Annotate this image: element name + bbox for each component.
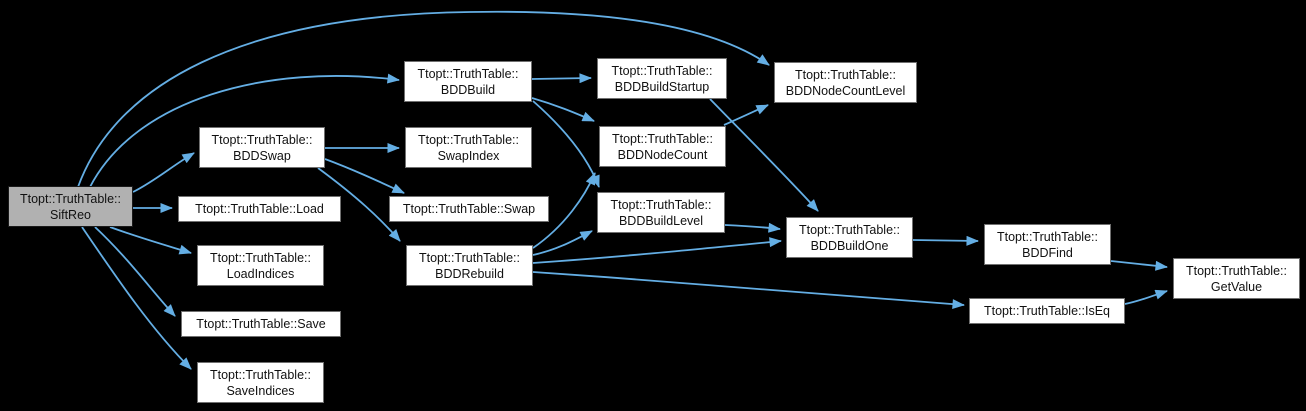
edge-bddswap-bddrebuild	[317, 167, 401, 242]
node-label-line: BDDBuildLevel	[618, 213, 704, 228]
edge-bddrebuild-bddbuildone	[532, 237, 782, 264]
node-label-line: BDDBuild	[440, 82, 496, 97]
edge-bddbuildone-bddfind	[912, 235, 979, 246]
node-label-line: BDDSwap	[233, 148, 291, 163]
node-load[interactable]: Ttopt::TruthTable::Load	[178, 196, 341, 222]
edge-bddswap-swap	[324, 158, 405, 194]
node-saveindices[interactable]: Ttopt::TruthTable::SaveIndices	[197, 362, 324, 403]
node-loadindices[interactable]: Ttopt::TruthTable::LoadIndices	[197, 245, 324, 286]
node-iseq[interactable]: Ttopt::TruthTable::IsEq	[969, 298, 1125, 324]
node-bddbuild[interactable]: Ttopt::TruthTable::BDDBuild	[404, 61, 532, 102]
node-label-line: Ttopt::TruthTable::	[1186, 263, 1287, 278]
edge-bddfind-getvalue	[1110, 260, 1168, 271]
node-label-line: Ttopt::TruthTable::	[799, 222, 900, 237]
edge-iseq-getvalue	[1124, 289, 1168, 305]
node-label-line: Ttopt::TruthTable::	[417, 66, 519, 81]
node-bddbuildstartup[interactable]: Ttopt::TruthTable::BDDBuildStartup	[597, 58, 727, 99]
edge-siftreo-bddswap	[132, 152, 195, 193]
edge-bddbuild-bddnodecount	[531, 97, 595, 122]
node-save[interactable]: Ttopt::TruthTable::Save	[181, 311, 341, 337]
edge-siftreo-save	[94, 226, 176, 317]
node-label-line: Ttopt::TruthTable::Save	[196, 317, 326, 331]
node-label-line: Ttopt::TruthTable::	[419, 250, 520, 265]
node-label-line: GetValue	[1210, 279, 1263, 294]
node-label-line: Ttopt::TruthTable::	[210, 250, 311, 265]
node-bddbuildlevel[interactable]: Ttopt::TruthTable::BDDBuildLevel	[597, 192, 725, 233]
node-label-line: Ttopt::TruthTable::	[612, 131, 713, 146]
edge-siftreo-loadindices	[109, 226, 192, 255]
edge-siftreo-bddbuild	[89, 73, 400, 188]
node-label-line: BDDNodeCountLevel	[785, 83, 906, 98]
node-label-line: BDDRebuild	[435, 266, 504, 281]
node-label-line: Ttopt::TruthTable::	[997, 229, 1098, 244]
node-label-line: SaveIndices	[226, 383, 295, 398]
node-label-line: Ttopt::TruthTable::	[418, 132, 519, 147]
node-label-line: SiftReo	[50, 207, 91, 222]
node-bddnodecount[interactable]: Ttopt::TruthTable::BDDNodeCount	[599, 126, 726, 167]
edge-siftreo-bddnodecountlevel	[77, 10, 770, 188]
node-swapindex[interactable]: Ttopt::TruthTable::SwapIndex	[405, 127, 532, 168]
edge-bddbuildstartup-bddbuildone	[709, 98, 819, 212]
node-label-line: LoadIndices	[226, 266, 295, 281]
node-bddrebuild[interactable]: Ttopt::TruthTable::BDDRebuild	[406, 245, 533, 286]
node-bddfind[interactable]: Ttopt::TruthTable::BDDFind	[984, 224, 1111, 265]
edge-bddbuild-bddbuildstartup	[531, 73, 592, 84]
edge-bddnodecount-bddnodecountlevel	[723, 104, 769, 126]
edge-bddrebuild-iseq	[532, 271, 965, 310]
node-label-line: BDDNodeCount	[617, 147, 708, 162]
node-label-line: Ttopt::TruthTable::Load	[195, 202, 324, 216]
node-swap[interactable]: Ttopt::TruthTable::Swap	[389, 196, 549, 222]
node-label-line: Ttopt::TruthTable::	[211, 132, 313, 147]
edge-bddrebuild-bddnodecount	[532, 172, 596, 249]
node-label-line: Ttopt::TruthTable::	[795, 67, 896, 82]
node-label-line: Ttopt::TruthTable::	[611, 63, 713, 78]
node-label-line: SwapIndex	[437, 148, 500, 163]
node-label-line: Ttopt::TruthTable::Swap	[402, 202, 536, 216]
edge-bddrebuild-bddbuildlevel	[532, 230, 593, 256]
node-label-line: Ttopt::TruthTable::	[610, 197, 712, 212]
node-bddnodecountlevel[interactable]: Ttopt::TruthTable::BDDNodeCountLevel	[774, 62, 917, 103]
node-siftreo: Ttopt::TruthTable::SiftReo	[8, 186, 133, 227]
node-getvalue[interactable]: Ttopt::TruthTable::GetValue	[1173, 258, 1300, 299]
edge-siftreo-saveindices	[81, 226, 192, 370]
node-label-line: Ttopt::TruthTable::IsEq	[984, 304, 1110, 318]
edge-bddbuildlevel-bddbuildone	[724, 222, 781, 233]
edge-bddbuild-bddbuildlevel	[532, 100, 600, 188]
node-label-line: BDDFind	[1022, 245, 1073, 260]
node-label-line: BDDBuildOne	[810, 238, 889, 253]
node-bddswap[interactable]: Ttopt::TruthTable::BDDSwap	[199, 127, 325, 168]
node-label-line: Ttopt::TruthTable::	[20, 191, 121, 206]
node-label-line: Ttopt::TruthTable::	[210, 367, 311, 382]
node-label-line: BDDBuildStartup	[614, 79, 710, 94]
node-bddbuildone[interactable]: Ttopt::TruthTable::BDDBuildOne	[786, 217, 913, 258]
